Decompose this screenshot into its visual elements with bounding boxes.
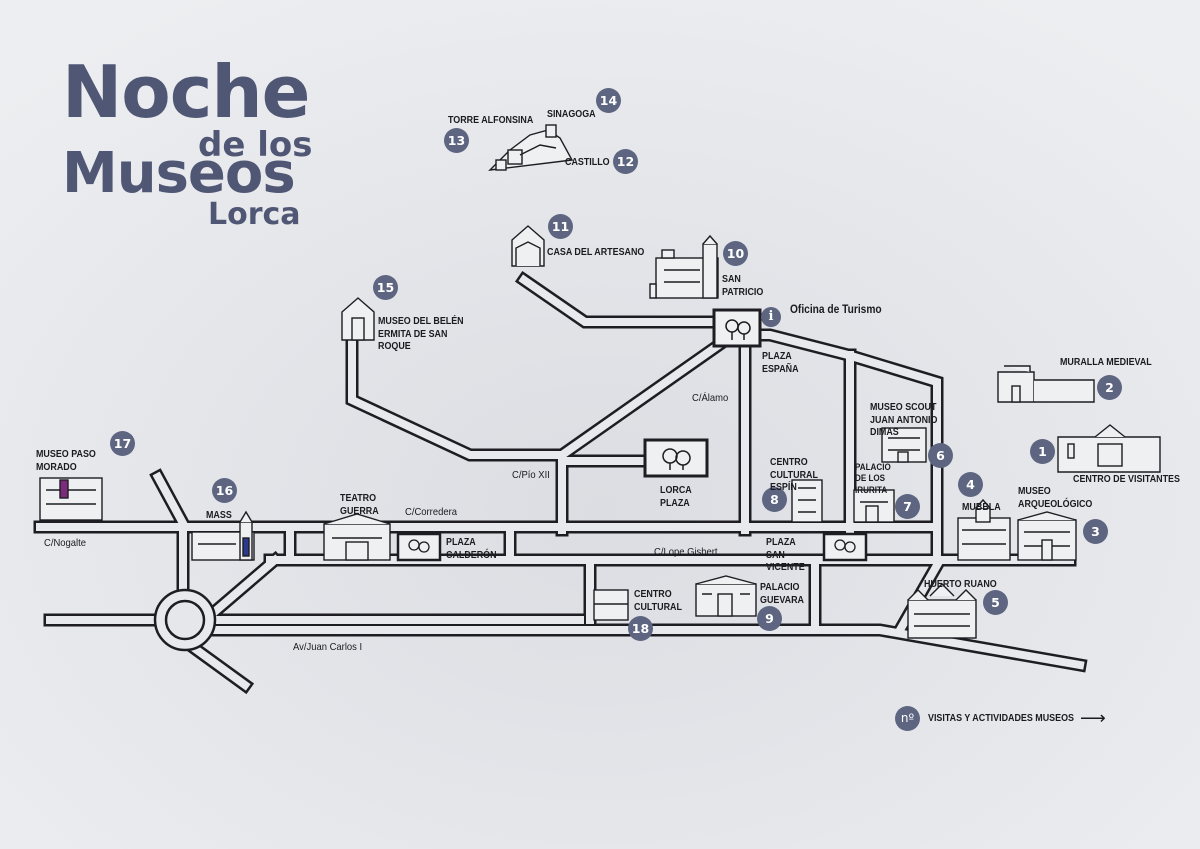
marker-14[interactable]: 14 bbox=[596, 88, 621, 113]
marker-4[interactable]: 4 bbox=[958, 472, 983, 497]
plaza-espana-icon bbox=[712, 308, 762, 348]
casa-artesano-icon bbox=[511, 225, 545, 267]
centro-espin-icon bbox=[791, 479, 823, 523]
marker-7[interactable]: 7 bbox=[895, 494, 920, 519]
san-patricio-icon bbox=[649, 234, 719, 299]
label-mubbla: MUBBLA bbox=[962, 501, 1001, 513]
legend-text: VISITAS Y ACTIVIDADES MUSEOS bbox=[928, 712, 1074, 724]
plaza-san-vicente-icon bbox=[822, 532, 868, 562]
marker-11[interactable]: 11 bbox=[548, 214, 573, 239]
museo-arqueologico-icon bbox=[1017, 511, 1077, 561]
marker-16[interactable]: 16 bbox=[212, 478, 237, 503]
label-castillo: CASTILLO bbox=[565, 156, 610, 168]
title-line-1: Noche bbox=[62, 50, 310, 134]
label-san-patricio: SAN PATRICIO bbox=[722, 273, 764, 298]
label-museo-scout: MUSEO SCOUT JUAN ANTONIO DIMAS bbox=[870, 401, 938, 439]
mubbla-icon bbox=[957, 498, 1011, 561]
marker-10[interactable]: 10 bbox=[723, 241, 748, 266]
label-museo-arqueologico: MUSEO ARQUEOLÓGICO bbox=[1018, 485, 1093, 510]
street-lope-gisbert: C/Lope Gisbert bbox=[654, 546, 718, 558]
marker-5[interactable]: 5 bbox=[983, 590, 1008, 615]
street-corredera: C/Corredera bbox=[405, 506, 458, 518]
palacio-irurita-icon bbox=[853, 489, 895, 523]
title-line-3: Museos bbox=[62, 141, 296, 206]
mass-icon bbox=[191, 510, 255, 561]
teatro-guerra-icon bbox=[323, 513, 391, 561]
plaza-calderon-icon bbox=[396, 532, 442, 562]
marker-3[interactable]: 3 bbox=[1083, 519, 1108, 544]
label-torre-alfonsina: TORRE ALFONSINA bbox=[448, 114, 534, 126]
label-plaza-san-vicente: PLAZA SAN VICENTE bbox=[766, 536, 805, 574]
marker-15[interactable]: 15 bbox=[373, 275, 398, 300]
marker-18[interactable]: 18 bbox=[628, 616, 653, 641]
legend-symbol: nº bbox=[895, 706, 920, 731]
label-centro-espin: CENTRO CULTURAL ESPÍN bbox=[770, 456, 818, 494]
label-palacio-irurita: PALACIO DE LOS IRURITA bbox=[855, 462, 891, 496]
legend-arrow-icon: ⟶ bbox=[1080, 708, 1106, 728]
info-icon[interactable]: i bbox=[761, 307, 781, 327]
marker-17[interactable]: 17 bbox=[110, 431, 135, 456]
street-nogalte: C/Nogalte bbox=[44, 537, 87, 549]
marker-1[interactable]: 1 bbox=[1030, 439, 1055, 464]
label-mass: MASS bbox=[206, 509, 232, 521]
label-sinagoga: SINAGOGA bbox=[547, 108, 596, 120]
muralla-medieval-icon bbox=[997, 365, 1095, 403]
label-oficina-turismo: Oficina de Turismo bbox=[790, 302, 882, 316]
lorca-plaza-icon bbox=[643, 438, 709, 478]
street-juan-carlos: Av/Juan Carlos I bbox=[293, 641, 363, 653]
museo-belen-icon bbox=[341, 297, 375, 341]
title-line-2: de los bbox=[198, 125, 313, 165]
label-palacio-guevara: PALACIO GUEVARA bbox=[760, 581, 804, 606]
huerto-ruano-icon bbox=[907, 583, 977, 639]
label-plaza-calderon: PLAZA CALDERÓN bbox=[446, 536, 497, 561]
palacio-guevara-icon bbox=[695, 575, 757, 617]
label-muralla-medieval: MURALLA MEDIEVAL bbox=[1060, 356, 1152, 368]
castle-icon bbox=[488, 124, 574, 171]
road-network bbox=[33, 270, 1088, 695]
label-centro-cultural: CENTRO CULTURAL bbox=[634, 588, 682, 613]
title-line-4: Lorca bbox=[208, 197, 301, 232]
marker-12[interactable]: 12 bbox=[613, 149, 638, 174]
label-museo-paso-morado: MUSEO PASO MORADO bbox=[36, 448, 96, 473]
museo-scout-icon bbox=[881, 427, 927, 463]
label-centro-visitantes: CENTRO DE VISITANTES bbox=[1073, 473, 1180, 485]
street-alamo: C/Álamo bbox=[692, 392, 729, 404]
marker-13[interactable]: 13 bbox=[444, 128, 469, 153]
centro-cultural-icon bbox=[593, 589, 629, 621]
label-plaza-espana: PLAZA ESPAÑA bbox=[762, 350, 799, 375]
label-teatro-guerra: TEATRO GUERRA bbox=[340, 492, 379, 517]
marker-9[interactable]: 9 bbox=[757, 606, 782, 631]
street-pio-xii: C/Pío XII bbox=[512, 469, 550, 481]
marker-8[interactable]: 8 bbox=[762, 487, 787, 512]
label-museo-belen: MUSEO DEL BELÉN ERMITA DE SAN ROQUE bbox=[378, 315, 464, 353]
label-huerto-ruano: HUERTO RUANO bbox=[924, 578, 997, 590]
marker-2[interactable]: 2 bbox=[1097, 375, 1122, 400]
museo-paso-morado-icon bbox=[39, 477, 103, 521]
label-casa-artesano: CASA DEL ARTESANO bbox=[547, 246, 645, 258]
centro-visitantes-icon bbox=[1057, 424, 1161, 473]
marker-6[interactable]: 6 bbox=[928, 443, 953, 468]
label-lorca-plaza: LORCA PLAZA bbox=[660, 484, 692, 509]
